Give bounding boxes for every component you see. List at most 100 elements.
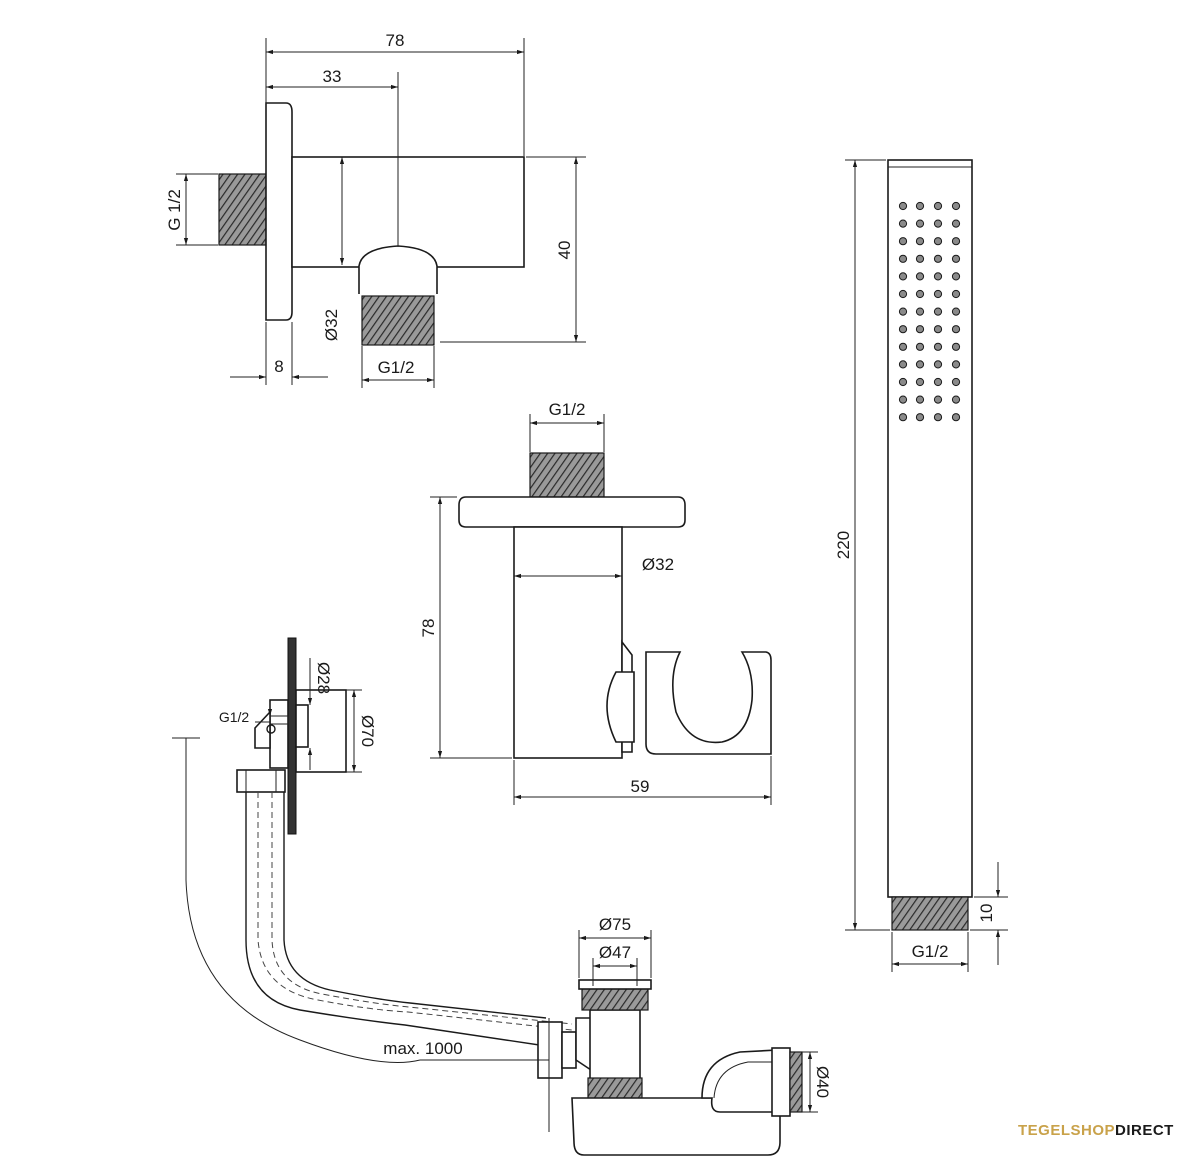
nozzle: [915, 342, 925, 351]
wall-elbow-outlet-thread-label: G1/2: [378, 358, 415, 377]
wall-elbow-inlet-thread: [218, 173, 267, 246]
wall-elbow-height: 40: [555, 241, 574, 260]
nozzle: [933, 395, 943, 404]
wall-elbow-inlet-thread-label: G 1/2: [165, 189, 184, 231]
holder-column: [513, 526, 623, 759]
nozzle: [933, 201, 943, 211]
nozzle: [951, 237, 961, 246]
nozzle: [898, 237, 908, 246]
holder-cradle-curve: [606, 671, 635, 743]
logo-part2: DIRECT: [1115, 1122, 1174, 1139]
nozzle: [933, 325, 943, 334]
nozzle: [951, 360, 961, 369]
nozzle: [898, 413, 908, 422]
bath-waste-diameter: Ø40: [813, 1066, 832, 1098]
bath-wall-panel: [287, 637, 297, 835]
nozzle: [951, 219, 961, 228]
nozzle: [898, 377, 908, 387]
nozzle: [898, 219, 908, 228]
nozzle: [915, 395, 925, 404]
wall-elbow-outlet-offset: 33: [323, 67, 342, 86]
nozzle: [915, 325, 925, 334]
nozzle: [898, 360, 908, 369]
nozzle: [951, 289, 961, 299]
holder-diameter: Ø32: [642, 555, 674, 574]
nozzle: [933, 289, 943, 299]
nozzle: [898, 201, 908, 211]
nozzle: [933, 377, 943, 387]
bath-plug-thread: [581, 987, 649, 1011]
bath-pipe-coupling: [236, 769, 286, 793]
hand-shower-thread: [891, 896, 969, 931]
nozzle: [933, 413, 943, 422]
bath-plug: [578, 979, 652, 990]
nozzle: [933, 360, 943, 369]
wall-elbow-drawing: 78 33 G 1/2 40 Ø32 8 G1/2: [165, 31, 586, 388]
nozzle: [915, 219, 925, 228]
hand-shower-length: 220: [834, 531, 853, 559]
hand-shower-thread-length: 10: [977, 904, 996, 923]
bath-rosette-diameter: Ø70: [358, 715, 377, 747]
bath-waste-thread: [789, 1051, 803, 1113]
wall-elbow-outlet-diameter: Ø32: [322, 309, 341, 341]
hand-shower-thread-label: G1/2: [912, 942, 949, 961]
holder-cradle: [645, 651, 772, 755]
holder-height: 78: [419, 619, 438, 638]
nozzle: [898, 272, 908, 281]
wall-elbow-outlet-thread: [361, 295, 435, 346]
nozzle: [951, 377, 961, 387]
nozzle: [915, 201, 925, 211]
bath-plug-inner-diameter: Ø47: [599, 943, 631, 962]
nozzle: [898, 325, 908, 334]
holder-thread: [529, 452, 605, 498]
nozzle: [933, 272, 943, 281]
wall-elbow-outlet-dome: [358, 245, 438, 294]
nozzle: [898, 342, 908, 351]
nozzle: [898, 289, 908, 299]
hand-shower-drawing: 220 10 G1/2: [834, 159, 1008, 972]
nozzle: [915, 254, 925, 263]
nozzle: [933, 237, 943, 246]
nozzle: [933, 219, 943, 228]
nozzle: [951, 307, 961, 316]
bath-inlet-thread-label: G1/2: [219, 709, 250, 725]
bath-spout: [295, 704, 309, 748]
nozzle: [898, 254, 908, 263]
nozzle: [933, 342, 943, 351]
nozzle: [951, 413, 961, 422]
nozzle: [951, 254, 961, 263]
nozzle: [915, 307, 925, 316]
wall-elbow-overall-length: 78: [386, 31, 405, 50]
nozzle: [915, 272, 925, 281]
wall-elbow-flange: [265, 102, 293, 321]
nozzle: [951, 272, 961, 281]
bath-plug-outer-diameter: Ø75: [599, 915, 631, 934]
brand-logo: TEGELSHOPDIRECT: [1018, 1122, 1174, 1139]
bath-spout-diameter: Ø28: [314, 662, 333, 694]
bath-pipe-length: max. 1000: [383, 1039, 462, 1058]
holder-thread-label: G1/2: [549, 400, 586, 419]
holder-depth: 59: [631, 777, 650, 796]
logo-part1: TEGELSHOP: [1018, 1122, 1116, 1139]
nozzle: [915, 413, 925, 422]
nozzle: [951, 201, 961, 211]
nozzle-grid: [898, 201, 961, 422]
nozzle: [951, 395, 961, 404]
holder-drawing: G1/2 Ø32 78 59: [419, 400, 772, 805]
nozzle: [933, 254, 943, 263]
nozzle: [915, 289, 925, 299]
nozzle: [898, 395, 908, 404]
holder-plate: [458, 496, 686, 528]
hand-shower-body: [887, 159, 973, 898]
wall-elbow-flange-thickness: 8: [274, 357, 283, 376]
nozzle: [933, 307, 943, 316]
nozzle: [951, 342, 961, 351]
nozzle: [898, 307, 908, 316]
bath-overflow-nut: [537, 1021, 563, 1079]
nozzle: [915, 360, 925, 369]
nozzle: [915, 237, 925, 246]
nozzle: [951, 325, 961, 334]
nozzle: [915, 377, 925, 387]
bath-filler-drawing: Ø28 Ø70 G1/2 max. 1000 Ø75 Ø47 Ø40: [172, 637, 832, 1156]
